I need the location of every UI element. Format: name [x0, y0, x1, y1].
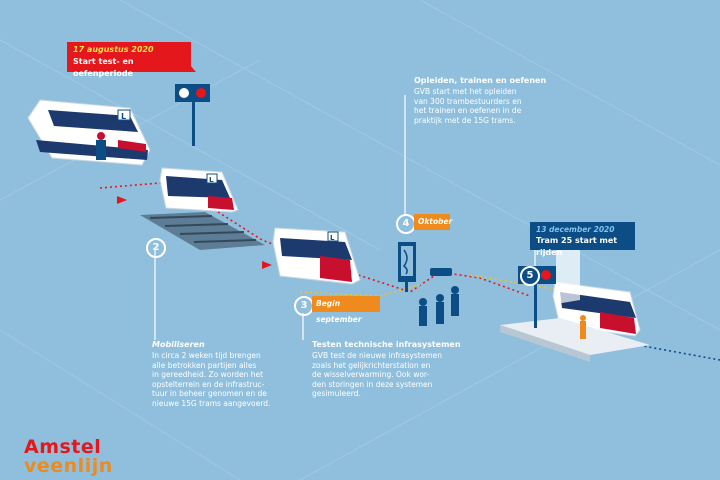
svg-text:L: L — [209, 176, 214, 184]
step-4-flag: Oktober — [414, 214, 453, 230]
step-3-body-line: den storingen in deze systemen — [312, 379, 433, 389]
step-2-body-line: tuur in beheer genomen en de — [152, 389, 267, 399]
step-1-flag-tail — [184, 58, 196, 72]
map-board-icon — [398, 242, 452, 292]
track-icon — [140, 212, 265, 250]
step-2-number: 2 — [146, 238, 166, 258]
step-4-body-line: van 300 trambestuurders en — [414, 96, 522, 106]
step-3-flag: Begin september — [312, 296, 380, 324]
step-1-title: Start test- en oefenperiode — [73, 57, 134, 78]
step-3-body-line: zoals het gelijkrichterstation en — [312, 360, 431, 370]
step-4-body-line: GVB start met het opleiden — [414, 87, 517, 96]
step-4-body: GVB start met het opleiden van 300 tramb… — [414, 87, 522, 125]
tram-icon: L — [27, 99, 151, 166]
step-4-number: 4 — [396, 214, 416, 234]
step-5-flag: 13 december 2020 Tram 25 start met rijde… — [530, 222, 635, 257]
step-3-body: GVB test de nieuwe infrasystemen zoals h… — [312, 351, 442, 399]
logo-line-2: veenlijn — [24, 455, 113, 477]
step-4-body-line: praktijk met de 15G trams. — [414, 115, 516, 125]
step-3-body-line: de wisselverwarming. Ook wor- — [312, 370, 430, 380]
step-3-body-line: GVB test de nieuwe infrasystemen — [312, 351, 442, 360]
step-5-title: Tram 25 start met rijden — [536, 236, 618, 257]
platform-sign-icon — [175, 84, 210, 146]
logo-line-1: Amstel — [24, 436, 102, 458]
step-2-body-line: alle betrokken partijen alles — [152, 360, 257, 370]
step-2-body-line: nieuwe 15G trams aangevoerd. — [152, 398, 271, 408]
platform-icon — [500, 246, 650, 362]
step-3-number: 3 — [294, 296, 314, 316]
step-1-date: 17 augustus 2020 — [73, 45, 154, 54]
step-2-title: Mobiliseren — [152, 340, 205, 349]
step-5-number: 5 — [520, 266, 540, 286]
tram-icon: L — [159, 167, 239, 213]
svg-text:L: L — [330, 234, 335, 242]
step-3-title: Testen technische infrasystemen — [312, 340, 461, 349]
step-2-body-line: in gereedheid. Zo worden het — [152, 370, 264, 380]
step-4-title: Opleiden, trainen en oefenen — [414, 76, 547, 85]
step-1-flag: 17 augustus 2020 Start test- en oefenper… — [67, 42, 191, 78]
leader-lines — [154, 95, 536, 340]
tram-icon: L — [272, 227, 361, 285]
step-3-date: Begin september — [316, 299, 362, 324]
step-4-body-line: het trainen en oefenen in de — [414, 106, 522, 116]
step-2-body: In circa 2 weken tijd brengen alle betro… — [152, 351, 270, 409]
step-2-body-line: In circa 2 weken tijd brengen — [152, 351, 261, 360]
step-2-body-line: opstelterrein en de infrastruc- — [152, 379, 265, 389]
svg-text:L: L — [121, 112, 126, 121]
step-3-body-line: gesimuleerd. — [312, 389, 361, 399]
step-4-date: Oktober — [418, 217, 453, 226]
people-icon — [419, 286, 586, 339]
step-5-date: 13 december 2020 — [536, 225, 615, 234]
